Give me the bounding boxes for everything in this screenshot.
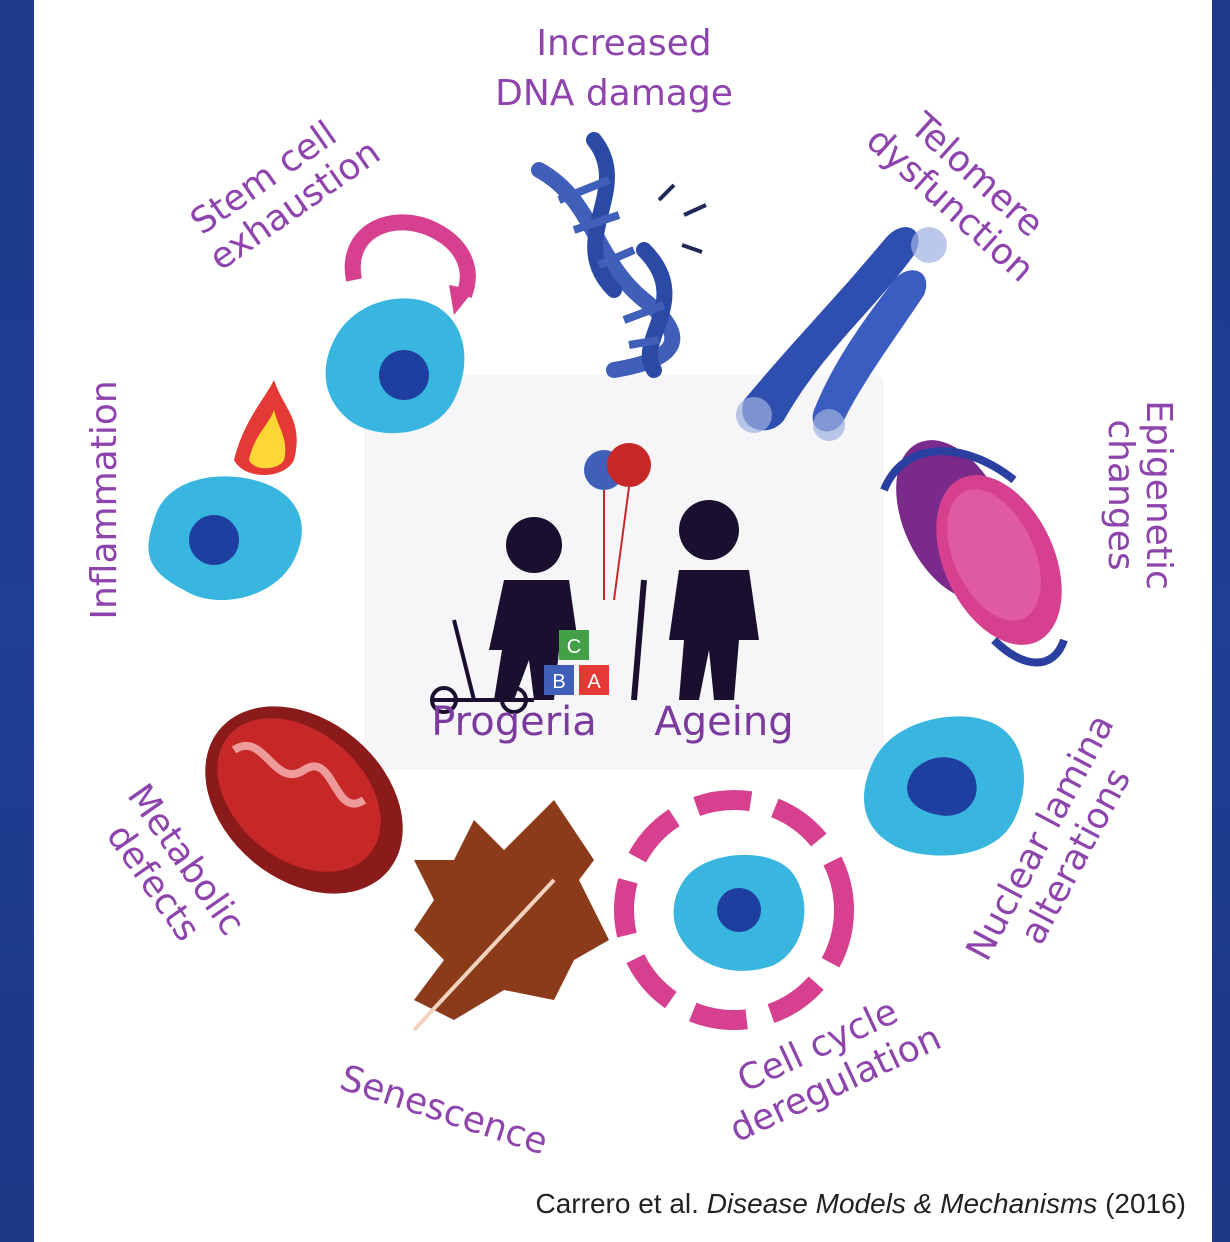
ageing-hallmarks-diagram: Increased DNA damage Telomere dysfunctio…: [84, 23, 1179, 1164]
dna-damage-line2: DNA damage: [495, 73, 733, 114]
flame-icon: [234, 380, 297, 475]
senescence-text: Senescence: [335, 1058, 553, 1164]
block-b: B: [552, 671, 565, 693]
leaf-senescence-icon: [412, 800, 609, 1032]
label-epigenetic: Epigenetic changes: [1100, 400, 1179, 589]
label-senescence: Senescence: [335, 1058, 553, 1164]
block-c: C: [567, 636, 581, 658]
nucleosome-epigenetic-icon: [880, 440, 1068, 667]
mitochondrion-icon: [205, 706, 403, 894]
citation: Carrero et al. Disease Models & Mechanis…: [536, 1188, 1187, 1220]
inflammation-text: Inflammation: [84, 380, 125, 619]
epigenetic-line2: changes: [1100, 419, 1141, 570]
refresh-arrow-icon: [344, 214, 476, 315]
epigenetic-line1: Epigenetic: [1138, 400, 1179, 589]
center-background: [364, 375, 884, 770]
scooter-icon: [430, 619, 534, 714]
label-dna-damage: Increased DNA damage: [495, 23, 733, 114]
stem-cell-icon: [325, 298, 465, 434]
center-ageing-label: Ageing: [654, 699, 793, 745]
block-a: A: [587, 671, 601, 693]
label-inflammation: Inflammation: [84, 380, 125, 619]
elderly-figure: [631, 500, 759, 701]
figure-panel: Increased DNA damage Telomere dysfunctio…: [34, 0, 1212, 1174]
citation-journal: Disease Models & Mechanisms: [706, 1188, 1098, 1219]
cell-cycle-icon: [614, 790, 854, 1030]
dna-helix-icon: [531, 132, 707, 378]
abc-blocks-icon: C B A: [544, 630, 609, 695]
inflammation-cell-icon: [148, 476, 302, 600]
center-progeria-label: Progeria: [431, 699, 597, 745]
chromosome-telomere-icon: [736, 227, 947, 441]
citation-year: (2016): [1105, 1188, 1186, 1219]
citation-authors: Carrero et al.: [535, 1188, 699, 1219]
citation-strip: Carrero et al. Disease Models & Mechanis…: [34, 1174, 1212, 1242]
label-cell-cycle: Cell cycle deregulation: [724, 991, 948, 1151]
dna-damage-line1: Increased: [536, 23, 711, 64]
nuclear-lamina-cell-icon: [864, 716, 1024, 856]
